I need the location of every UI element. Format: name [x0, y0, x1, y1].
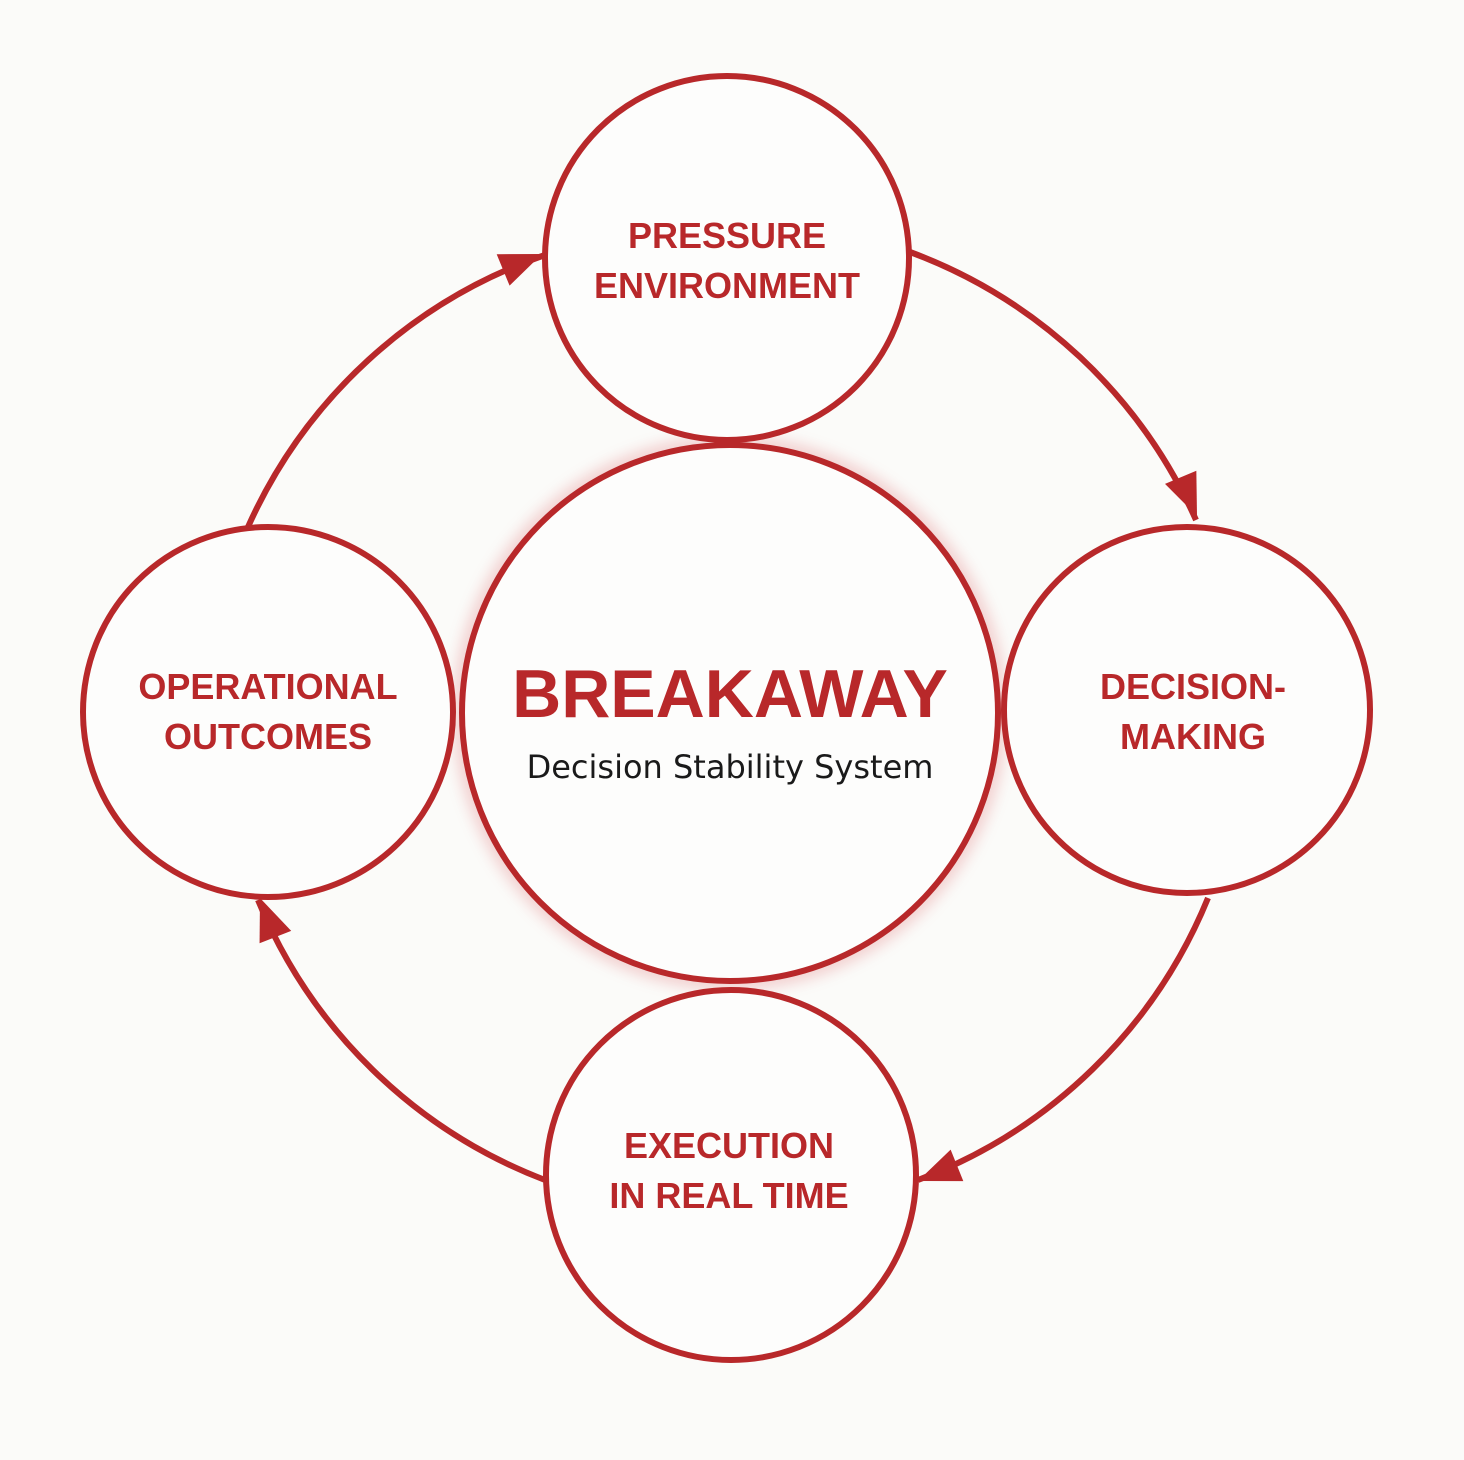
node-label-line2: OUTCOMES [164, 716, 372, 757]
arc-execution-to-outcomes [255, 898, 547, 1183]
node-pressure-environment: PRESSURE ENVIRONMENT [542, 73, 912, 443]
node-operational-outcomes: OPERATIONAL OUTCOMES [80, 524, 456, 900]
arrow-to-outcomes-icon [259, 898, 292, 944]
node-label-line2: ENVIRONMENT [594, 265, 860, 306]
arc-decision-to-execution [916, 896, 1211, 1183]
node-label-line1: DECISION- [1100, 666, 1286, 707]
center-subtitle: Decision Stability System [527, 748, 934, 786]
node-label-line2: IN REAL TIME [609, 1175, 848, 1216]
node-label-line1: PRESSURE [628, 215, 826, 256]
arrowheads [259, 254, 1197, 1182]
arrow-to-execution-icon [918, 1149, 964, 1182]
node-execution-in-real-time: EXECUTION IN REAL TIME [543, 987, 919, 1363]
arc-outcomes-to-pressure [245, 252, 546, 529]
center-circle [459, 442, 1001, 984]
arrow-to-decision-icon [1165, 470, 1197, 516]
node-label-line1: EXECUTION [624, 1125, 834, 1166]
center-title: BREAKAWAY [512, 656, 948, 732]
cycle-arcs [245, 249, 1211, 1183]
node-decision-making: DECISION- MAKING [1001, 524, 1373, 896]
node-circle [1001, 524, 1373, 896]
node-circle [80, 524, 456, 900]
node-circle [542, 73, 912, 443]
arrow-to-pressure-icon [496, 254, 542, 286]
node-label-line2: MAKING [1120, 716, 1266, 757]
node-circle [543, 987, 919, 1363]
node-label-line1: OPERATIONAL [138, 666, 397, 707]
arc-pressure-to-decision [908, 249, 1199, 522]
